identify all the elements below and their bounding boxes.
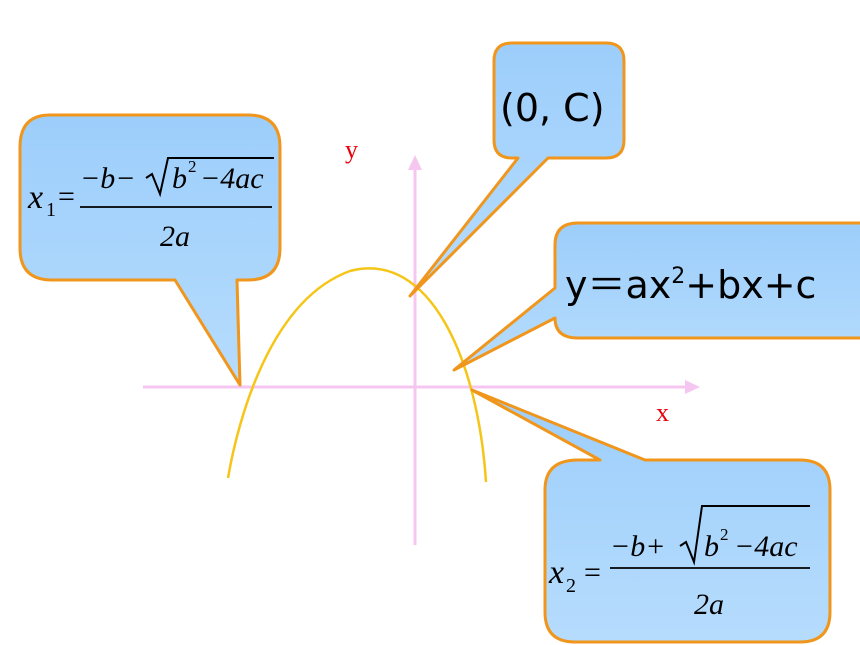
callout-function: y＝ax2+bx+c	[452, 221, 860, 372]
x-axis-arrow	[685, 380, 700, 394]
x2-var: x	[548, 554, 564, 591]
parabola-curve	[226, 267, 488, 483]
x1-root-rest: −4ac	[200, 162, 264, 195]
x2-root-rest: −4ac	[734, 530, 798, 563]
x2-formula: x 2 = −b+ b 2 −4ac 2a	[548, 505, 810, 621]
x2-equals: =	[584, 556, 601, 589]
y-axis-label: y	[345, 135, 358, 164]
x2-sqrt-sign	[679, 505, 810, 566]
x2-root-exp: 2	[720, 525, 729, 544]
function-equation-exp: 2	[671, 264, 685, 289]
y-axis-arrow	[408, 155, 422, 170]
x2-denominator: 2a	[694, 588, 724, 621]
coordinate-axes: y x	[143, 135, 700, 545]
x2-numerator-lead: −b+	[610, 530, 666, 563]
callout-x2-shape	[470, 388, 832, 644]
function-equation-pre: y＝ax	[565, 263, 671, 307]
callout-vertex: (0, C)	[408, 41, 626, 298]
callout-function-shape	[452, 221, 860, 372]
x1-root-exp: 2	[188, 157, 197, 176]
x1-var: x	[27, 179, 43, 216]
x1-root-b: b	[172, 162, 187, 195]
callout-x2-root: x 2 = −b+ b 2 −4ac 2a	[470, 388, 832, 644]
x1-sqrt-sign	[145, 157, 274, 198]
x2-sub: 2	[566, 575, 576, 597]
x1-denominator: 2a	[160, 220, 190, 253]
x1-sub: 1	[46, 199, 56, 221]
x1-equals: =	[58, 180, 75, 213]
callout-x1-shape	[18, 113, 282, 387]
x1-formula: x 1 = −b− b 2 −4ac 2a	[27, 157, 274, 253]
x-axis-label: x	[656, 398, 669, 427]
x1-numerator-lead: −b−	[80, 162, 136, 195]
function-equation-post: +bx+c	[685, 263, 816, 307]
vertex-label: (0, C)	[500, 86, 605, 130]
function-equation: y＝ax2+bx+c	[565, 263, 816, 307]
callout-vertex-shape	[408, 41, 626, 298]
x2-root-b: b	[704, 530, 719, 563]
callout-x1-root: x 1 = −b− b 2 −4ac 2a	[18, 113, 282, 387]
